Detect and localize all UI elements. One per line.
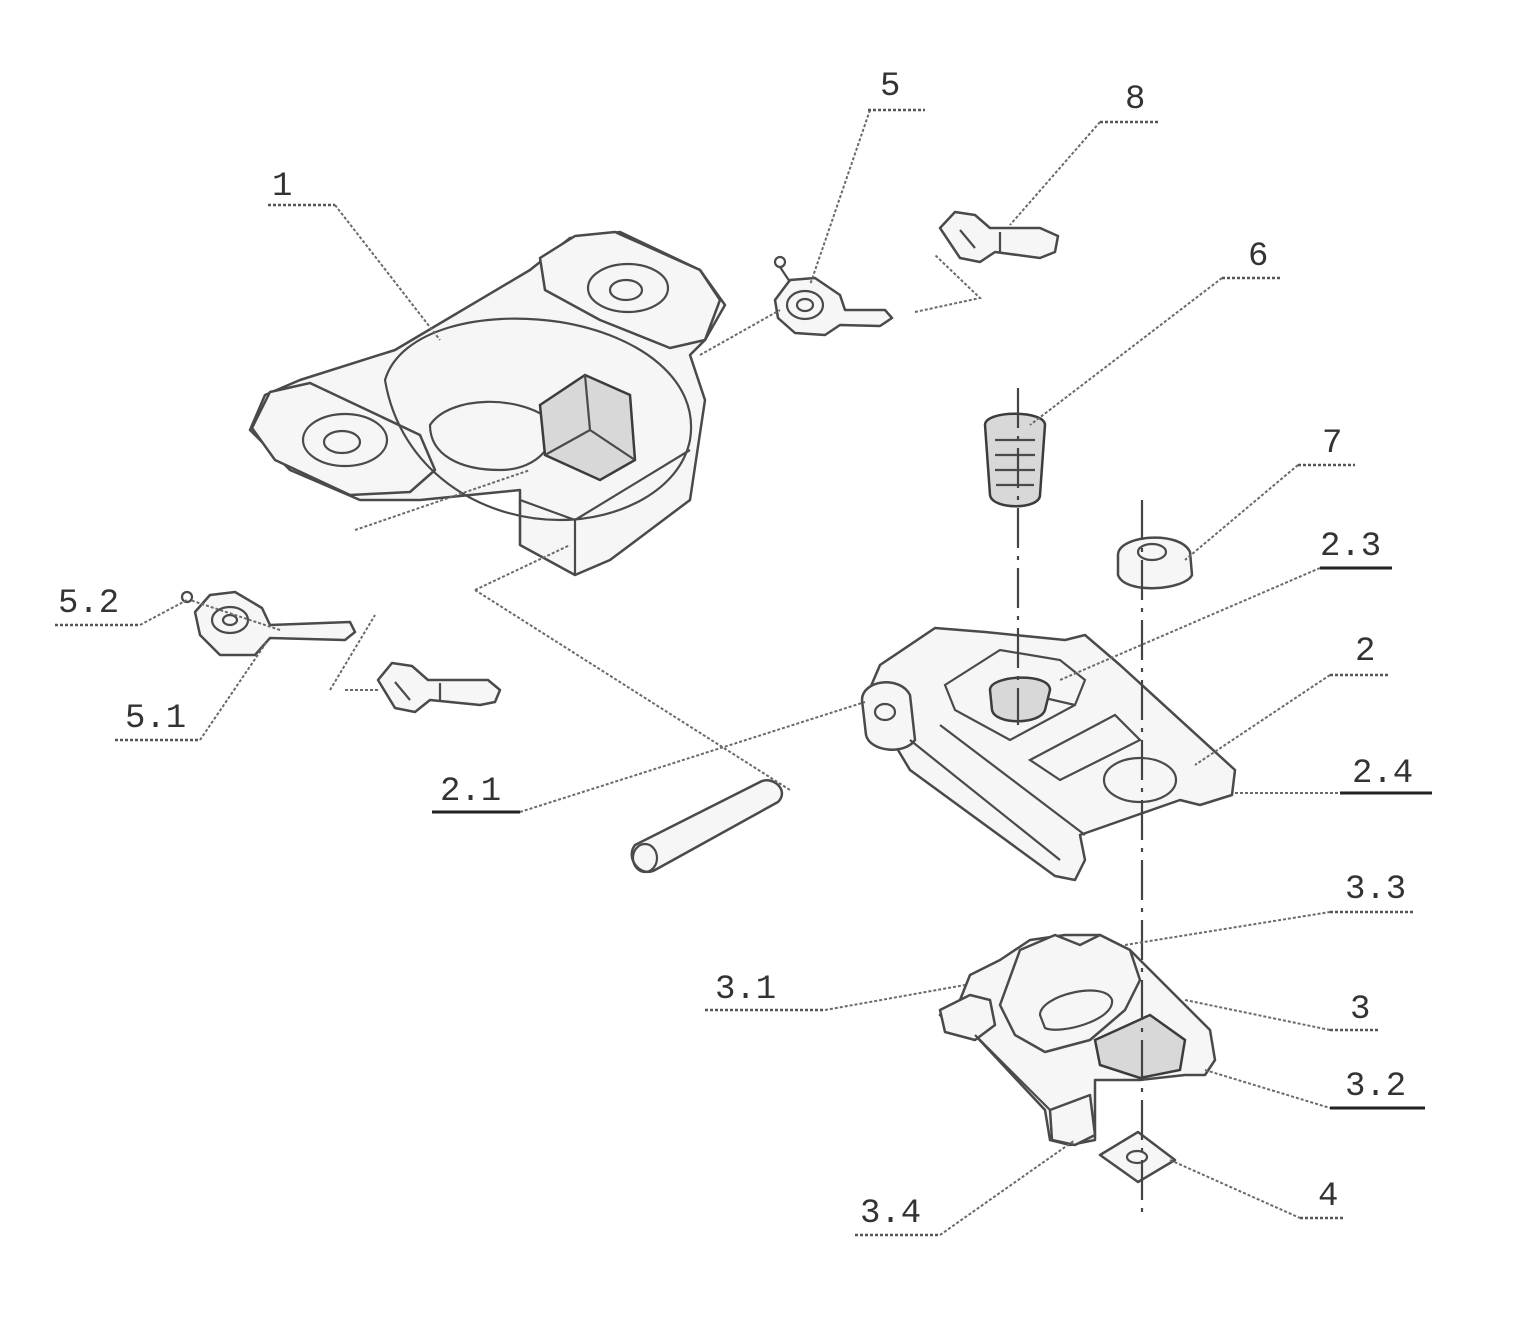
label-2: 2 xyxy=(1355,633,1375,671)
part-3-bracket xyxy=(940,935,1215,1145)
label-3-2: 3.2 xyxy=(1345,1068,1406,1106)
part-1-housing xyxy=(250,232,725,575)
callout-5-2: 5.2 xyxy=(55,585,140,625)
callout-2-1: 2.1 xyxy=(432,773,520,812)
callout-6: 6 xyxy=(1222,238,1282,278)
callout-5-1: 5.1 xyxy=(115,700,200,740)
label-5: 5 xyxy=(880,68,900,106)
part-8-clip xyxy=(940,212,1058,262)
part-6-bushing xyxy=(985,414,1045,507)
label-2-1: 2.1 xyxy=(440,773,501,811)
label-3-4: 3.4 xyxy=(860,1195,921,1233)
callout-3-2: 3.2 xyxy=(1330,1068,1425,1108)
part-4-washer xyxy=(1100,1132,1175,1182)
label-3-1: 3.1 xyxy=(715,971,776,1009)
part-8-clip-lower xyxy=(378,663,500,712)
label-1: 1 xyxy=(272,168,292,206)
label-5-1: 5.1 xyxy=(125,700,186,738)
callout-2-4: 2.4 xyxy=(1340,755,1432,793)
label-4: 4 xyxy=(1318,1178,1338,1216)
label-6: 6 xyxy=(1248,238,1268,276)
label-7: 7 xyxy=(1322,425,1342,463)
callout-2-3: 2.3 xyxy=(1320,528,1392,568)
callout-8: 8 xyxy=(1100,81,1160,122)
label-2-4: 2.4 xyxy=(1352,755,1413,793)
part-2-1-pin xyxy=(632,780,782,872)
label-8: 8 xyxy=(1125,81,1145,119)
part-2-lever xyxy=(862,628,1235,880)
callout-4: 4 xyxy=(1300,1178,1345,1218)
callout-3-1: 3.1 xyxy=(705,971,825,1010)
part-5-1-clip xyxy=(182,592,355,655)
callout-1: 1 xyxy=(268,168,335,206)
label-3: 3 xyxy=(1350,991,1370,1029)
callout-3-3: 3.3 xyxy=(1330,871,1415,912)
label-5-2: 5.2 xyxy=(58,585,119,623)
callout-7: 7 xyxy=(1298,425,1355,465)
callout-2: 2 xyxy=(1330,633,1390,675)
callout-5: 5 xyxy=(868,68,925,110)
label-2-3: 2.3 xyxy=(1320,528,1381,566)
part-5-clip xyxy=(775,257,892,335)
part-7-nut xyxy=(1118,538,1192,589)
callout-3: 3 xyxy=(1330,991,1380,1030)
label-3-3: 3.3 xyxy=(1345,871,1406,909)
callout-3-4: 3.4 xyxy=(855,1195,940,1235)
